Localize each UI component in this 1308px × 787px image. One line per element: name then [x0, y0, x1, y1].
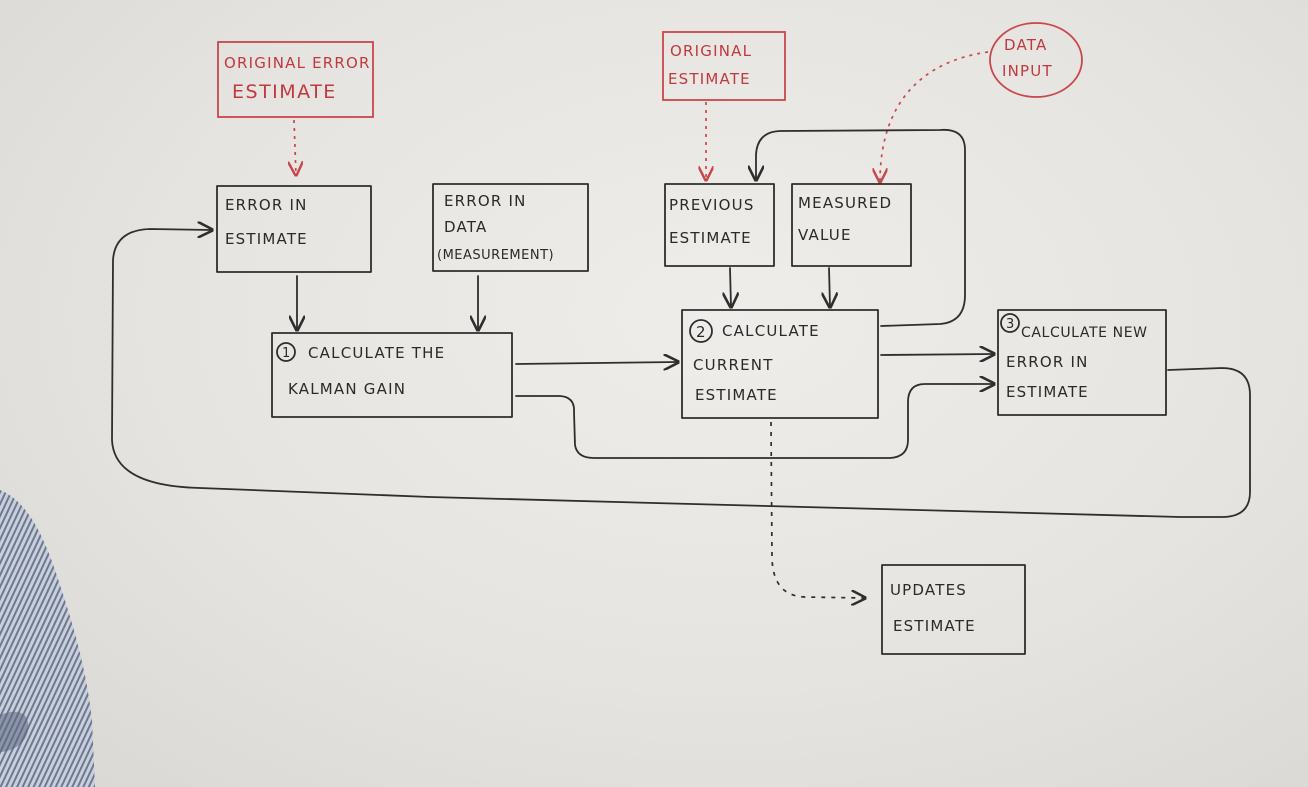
error-in-data-box: ERROR IN DATA (MEASUREMENT) — [432, 183, 589, 272]
current-estimate-line1: CALCULATE — [722, 322, 820, 340]
measured-value-box: MEASURED VALUE — [791, 183, 912, 267]
new-error-line1: CALCULATE NEW — [1021, 325, 1148, 341]
data-input-line1: DATA — [1004, 36, 1047, 54]
measured-value-line1: MEASURED — [798, 194, 892, 212]
previous-estimate-line2: ESTIMATE — [669, 229, 752, 247]
error-in-estimate-line1: ERROR IN — [225, 196, 308, 214]
original-estimate-line1: ORIGINAL — [670, 42, 752, 60]
error-in-data-line2: DATA — [444, 218, 487, 236]
error-in-data-line1: ERROR IN — [444, 192, 527, 210]
current-estimate-line3: ESTIMATE — [695, 386, 778, 404]
current-estimate-line2: CURRENT — [693, 356, 774, 374]
original-error-estimate-line2: ESTIMATE — [232, 81, 337, 103]
data-input-circle: DATA INPUT — [989, 22, 1083, 98]
step2-circle — [689, 319, 713, 343]
updates-estimate-line2: ESTIMATE — [893, 617, 976, 635]
presenter-shoulder — [0, 490, 95, 787]
current-estimate-to-new-error-arrow — [880, 354, 994, 355]
measured-value-line2: VALUE — [798, 226, 852, 244]
measured-value-to-current-estimate-arrow — [829, 267, 830, 307]
current-estimate-feedback-to-previous-estimate-arrow — [756, 128, 966, 327]
previous-estimate-line1: PREVIOUS — [669, 196, 755, 214]
error-in-data-paren: (MEASUREMENT) — [437, 248, 554, 263]
kalman-gain-to-new-error-arrow — [515, 384, 994, 459]
original-estimate-box: ORIGINAL ESTIMATE — [662, 31, 786, 101]
new-error-line2: ERROR IN — [1006, 353, 1089, 371]
updates-estimate-line1: UPDATES — [890, 581, 967, 599]
original-error-to-error-in-estimate-arrow — [294, 119, 296, 175]
current-estimate-to-updates-estimate-arrow — [770, 421, 865, 598]
step1-number: 1 — [282, 346, 290, 361]
previous-estimate-to-current-estimate-arrow — [730, 267, 731, 307]
original-error-estimate-line1: ORIGINAL ERROR — [224, 54, 371, 72]
original-error-estimate-box: ORIGINAL ERROR ESTIMATE — [217, 41, 374, 118]
data-input-to-measured-value-arrow — [880, 51, 989, 182]
step2-number: 2 — [696, 323, 706, 341]
error-in-estimate-box: ERROR IN ESTIMATE — [216, 185, 372, 273]
original-estimate-line2: ESTIMATE — [668, 70, 751, 88]
step3-number: 3 — [1006, 317, 1014, 332]
updates-estimate-box: UPDATES ESTIMATE — [881, 564, 1026, 655]
step1-circle — [276, 342, 296, 362]
error-in-estimate-line2: ESTIMATE — [225, 230, 308, 248]
calculate-current-estimate-box: 2 CALCULATE CURRENT ESTIMATE — [681, 309, 879, 419]
kalman-gain-line1: CALCULATE THE — [308, 344, 445, 362]
calculate-kalman-gain-box: 1 CALCULATE THE KALMAN GAIN — [271, 332, 513, 418]
previous-estimate-box: PREVIOUS ESTIMATE — [664, 183, 775, 267]
kalman-gain-to-current-estimate-arrow — [515, 362, 678, 364]
new-error-feedback-to-error-in-estimate-arrow — [111, 229, 1251, 518]
calculate-new-error-box: 3 CALCULATE NEW ERROR IN ESTIMATE — [997, 309, 1167, 416]
new-error-line3: ESTIMATE — [1006, 383, 1089, 401]
data-input-line2: INPUT — [1002, 62, 1053, 80]
step3-circle — [1000, 313, 1020, 333]
kalman-gain-line2: KALMAN GAIN — [288, 380, 406, 398]
